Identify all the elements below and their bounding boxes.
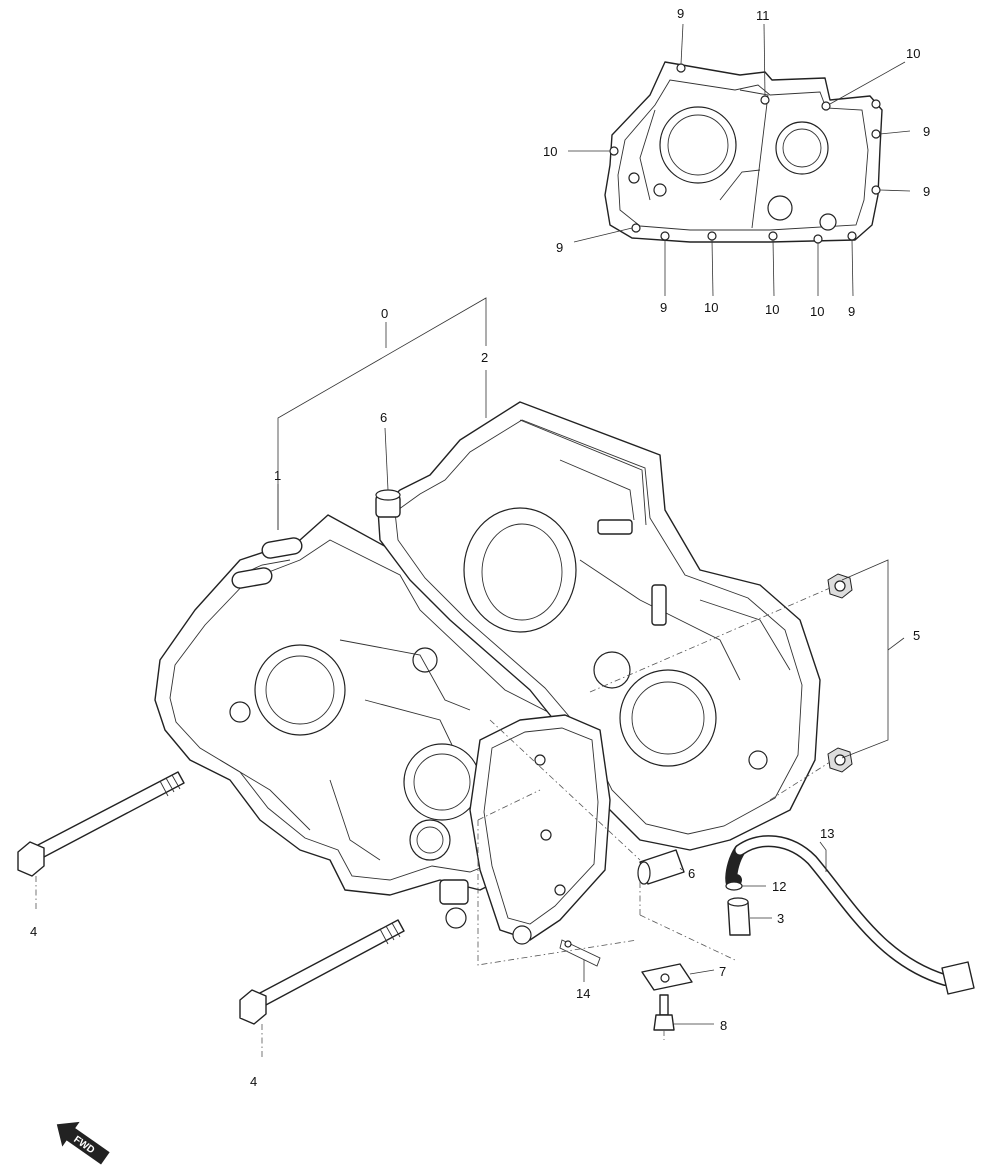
oil-hose <box>725 835 975 995</box>
callout-9-inset-right-upper: 9 <box>923 124 930 139</box>
callout-6-upper: 6 <box>380 410 387 425</box>
callout-10-inset-bottom-2: 10 <box>765 302 779 317</box>
long-bolt-upper <box>17 771 185 877</box>
callout-10-inset-bottom-3: 10 <box>810 304 824 319</box>
inset-crankcase-view <box>604 61 883 244</box>
oil-pipe-sleeve <box>727 897 751 936</box>
nut-lower <box>827 747 853 773</box>
callout-12: 12 <box>772 879 786 894</box>
callout-9-inset-right-lower: 9 <box>923 184 930 199</box>
nut-upper <box>827 573 853 599</box>
callout-13: 13 <box>820 826 834 841</box>
callout-4-lower: 4 <box>250 1074 257 1089</box>
callout-2: 2 <box>481 350 488 365</box>
callout-6-lower: 6 <box>688 866 695 881</box>
callout-labels: 9 11 10 9 10 9 9 9 10 10 10 9 0 2 6 1 5 … <box>30 6 930 1089</box>
small-clip <box>725 881 743 891</box>
callout-9-inset-bottom-1: 9 <box>660 300 667 315</box>
callout-9-inset-left-lower: 9 <box>556 240 563 255</box>
callout-1: 1 <box>274 468 281 483</box>
long-bolt-lower <box>239 919 405 1025</box>
callout-14: 14 <box>576 986 590 1001</box>
main-leader-lines <box>277 297 905 1025</box>
callout-10-inset-bottom-1: 10 <box>704 300 718 315</box>
callout-3: 3 <box>777 911 784 926</box>
spring-clip <box>559 939 601 967</box>
assembly-center-lines <box>35 587 831 1060</box>
callout-8: 8 <box>720 1018 727 1033</box>
inset-leader-lines <box>568 23 911 297</box>
right-crankcase-half <box>377 401 821 851</box>
forward-direction-arrow: FWD <box>56 1121 110 1165</box>
callout-0: 0 <box>381 306 388 321</box>
callout-11: 11 <box>756 8 770 23</box>
dowel-pin-upper <box>375 489 401 518</box>
callout-9-inset-top: 9 <box>677 6 684 21</box>
callout-4-upper: 4 <box>30 924 37 939</box>
small-bolt <box>653 994 675 1031</box>
retainer-plate <box>641 963 693 991</box>
callout-9-inset-bottom-2: 9 <box>848 304 855 319</box>
callout-7: 7 <box>719 964 726 979</box>
callout-10-inset-left: 10 <box>543 144 557 159</box>
crankcase-lower-cover <box>445 714 611 945</box>
callout-5: 5 <box>913 628 920 643</box>
callout-10-inset-top-right: 10 <box>906 46 920 61</box>
dowel-pin-lower <box>637 849 685 885</box>
